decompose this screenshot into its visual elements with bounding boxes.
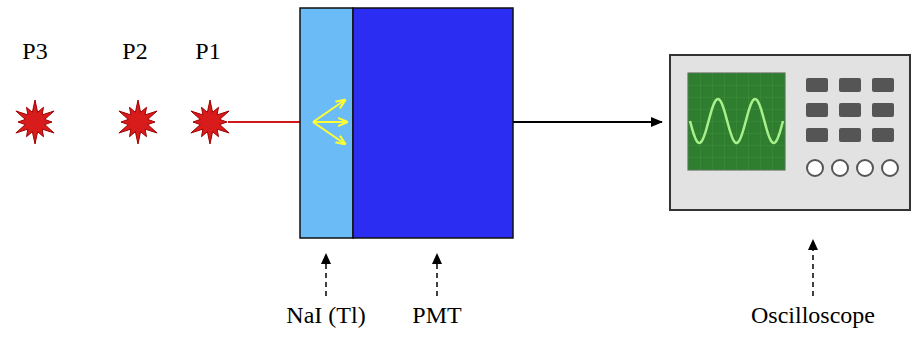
scintillation-light	[313, 100, 347, 144]
part-label: Oscilloscope	[751, 302, 875, 328]
particle-label: P1	[195, 38, 220, 64]
nai-crystal	[300, 8, 353, 238]
particle-bursts	[16, 100, 229, 144]
signal-arrow	[513, 121, 662, 123]
pmt-body	[353, 8, 513, 238]
particle-burst	[191, 100, 229, 144]
part-label: NaI (Tl)	[286, 302, 365, 328]
callout-leaders	[326, 248, 813, 296]
particle-burst	[119, 100, 157, 144]
callout-heads	[321, 239, 818, 264]
particle-label: P3	[22, 38, 47, 64]
part-label: PMT	[412, 302, 461, 328]
particle-burst	[16, 100, 54, 144]
oscilloscope-drawing	[670, 55, 910, 210]
particle-label: P2	[122, 38, 147, 64]
